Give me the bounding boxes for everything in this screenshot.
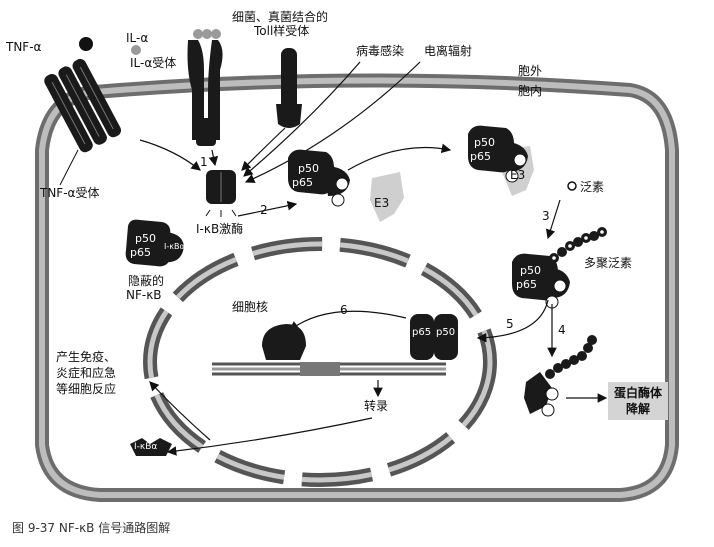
- bound-transcription-factor: [262, 324, 306, 360]
- label-il-alpha: IL-α: [126, 31, 149, 45]
- step-3: 3: [542, 209, 550, 223]
- step-5: 5: [506, 317, 514, 331]
- hidden-nfkb-complex: [125, 219, 184, 267]
- label-proteasome-2: 降解: [626, 402, 651, 416]
- label-ikb-kinase: I-κB激酶: [196, 222, 244, 236]
- label-tnf-receptor: TNF-α受体: [40, 186, 100, 200]
- hidden-ikba: I-κBα: [164, 242, 185, 251]
- label-inside: 胞内: [518, 84, 543, 98]
- label-hidden-nfkb-2: NF-κB: [126, 288, 162, 302]
- figure-caption: 图 9-37 NF-κB 信号通路图解: [12, 521, 171, 535]
- poly-p50: p50: [520, 264, 541, 277]
- dna-strand: [212, 362, 446, 376]
- toll-receptor: [276, 48, 302, 128]
- label-toll-line1: 细菌、真菌结合的: [232, 10, 329, 24]
- step-1: 1: [200, 155, 208, 169]
- nfkb-dimer-nuclear: [410, 314, 458, 360]
- label-tnf-alpha: TNF-α: [6, 40, 42, 54]
- step-4: 4: [558, 323, 566, 337]
- label-toll-line2: Toll样受体: [254, 24, 310, 38]
- mid-p50: p50: [298, 162, 319, 175]
- label-ubiquitin: 泛素: [580, 180, 605, 194]
- label-virus: 病毒感染: [356, 44, 405, 58]
- label-hidden-nfkb-1: 隐蔽的: [128, 274, 165, 288]
- hidden-p65: p65: [130, 246, 151, 259]
- label-e3-left: E3: [374, 196, 390, 210]
- right-p65: p65: [470, 150, 491, 163]
- proteasome-box: 蛋白酶体 降解: [608, 382, 669, 420]
- label-response-3: 等细胞反应: [56, 382, 117, 396]
- ikba-free: [130, 438, 172, 456]
- ikb-kinase: [205, 170, 237, 217]
- step-6: 6: [340, 303, 348, 317]
- phosphorylated-complex: [288, 149, 350, 207]
- hidden-p50: p50: [135, 232, 156, 245]
- tnf-receptor: [44, 37, 122, 186]
- degrading-ikba: [524, 335, 597, 417]
- label-polyubiquitin: 多聚泛素: [584, 256, 633, 270]
- polyubiquitin-complex: [512, 227, 607, 309]
- label-transcription: 转录: [364, 399, 389, 413]
- label-nucleus: 细胞核: [232, 300, 269, 314]
- label-proteasome-1: 蛋白酶体: [614, 386, 663, 400]
- label-response-1: 产生免疫、: [56, 350, 117, 364]
- e3-complex-right: [468, 125, 534, 196]
- poly-p65: p65: [516, 278, 537, 291]
- label-il-receptor: IL-α受体: [130, 56, 177, 70]
- e3-left: [370, 172, 404, 222]
- label-outside: 胞外: [518, 64, 543, 78]
- nuclear-p65: p65: [412, 327, 432, 338]
- nuclear-p50: p50: [436, 327, 456, 338]
- label-radiation: 电离辐射: [424, 44, 473, 58]
- label-e3-right: E3: [510, 168, 526, 182]
- free-ikba-label: I-κBα: [134, 442, 158, 452]
- il-receptor: [131, 29, 223, 146]
- step-2: 2: [260, 203, 268, 217]
- right-p50: p50: [474, 136, 495, 149]
- ubiquitin-dot: [567, 181, 577, 191]
- mid-p65: p65: [292, 176, 313, 189]
- label-response-2: 炎症和应急: [56, 366, 117, 380]
